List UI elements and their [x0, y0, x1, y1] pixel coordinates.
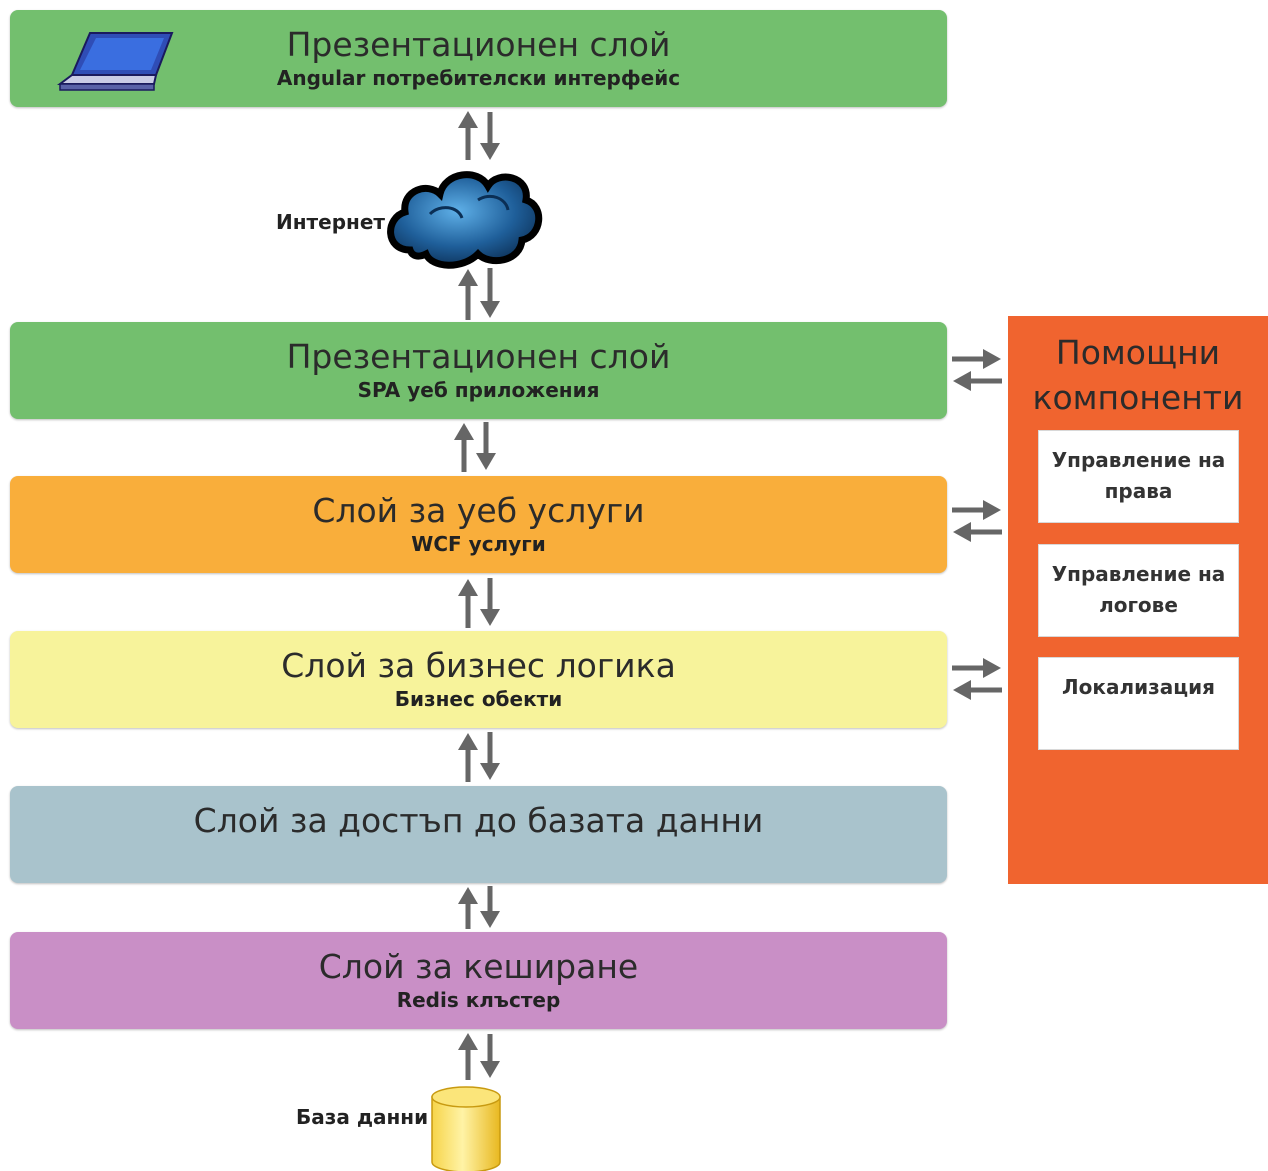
arrow-pair-services-business: [458, 578, 500, 628]
helper-components-panel: Помощни компоненти Управление на права У…: [1008, 316, 1268, 884]
arrow-pair-spa-helper: [952, 349, 1002, 391]
layer-data-access: Слой за достъп до базата данни: [10, 786, 947, 883]
layer-title: Презентационен слой: [286, 25, 671, 64]
layer-subtitle: Бизнес обекти: [394, 686, 563, 711]
helper-item-localization: Локализация: [1038, 657, 1239, 750]
layer-title: Слой за бизнес логика: [281, 646, 676, 685]
arrow-pair-services-helper: [952, 500, 1002, 542]
layer-subtitle: Redis клъстер: [396, 987, 561, 1012]
arrow-pair-cache-database: [458, 1033, 500, 1080]
arrow-pair-business-helper: [952, 658, 1002, 700]
layer-subtitle: Angular потребителски интерфейс: [276, 65, 681, 90]
layer-subtitle: SPA уеб приложения: [357, 377, 600, 402]
vertical-arrows: [454, 111, 500, 1080]
layer-title: Слой за уеб услуги: [312, 491, 645, 530]
helper-item-permissions: Управление на права: [1038, 430, 1239, 523]
arrow-pair-spa-services: [454, 422, 496, 472]
arrow-pair-client-internet: [458, 111, 500, 160]
layer-presentation-client: Презентационен слой Angular потребителск…: [10, 10, 947, 107]
layer-title: Презентационен слой: [286, 337, 671, 376]
helper-title: Помощни компоненти: [1032, 333, 1244, 417]
layer-subtitle: WCF услуги: [411, 531, 546, 556]
arrow-pair-business-dataaccess: [458, 732, 500, 782]
database-cylinder-icon: [431, 1086, 501, 1171]
layer-web-services: Слой за уеб услуги WCF услуги: [10, 476, 947, 573]
database-label: База данни: [296, 1105, 429, 1129]
layer-title: Слой за достъп до базата данни: [193, 801, 764, 840]
helper-item-logging: Управление на логове: [1038, 544, 1239, 637]
laptop-icon: [57, 32, 174, 91]
arrow-pair-dataaccess-cache: [458, 886, 500, 929]
cloud-icon: [387, 171, 543, 269]
layer-business-logic: Слой за бизнес логика Бизнес обекти: [10, 631, 947, 728]
arrow-pair-internet-spa: [458, 268, 500, 320]
horizontal-arrows: [952, 349, 1002, 700]
layer-title: Слой за кеширане: [318, 947, 639, 986]
internet-label: Интернет: [276, 210, 386, 234]
layer-caching: Слой за кеширане Redis клъстер: [10, 932, 947, 1029]
layer-presentation-spa: Презентационен слой SPA уеб приложения: [10, 322, 947, 419]
